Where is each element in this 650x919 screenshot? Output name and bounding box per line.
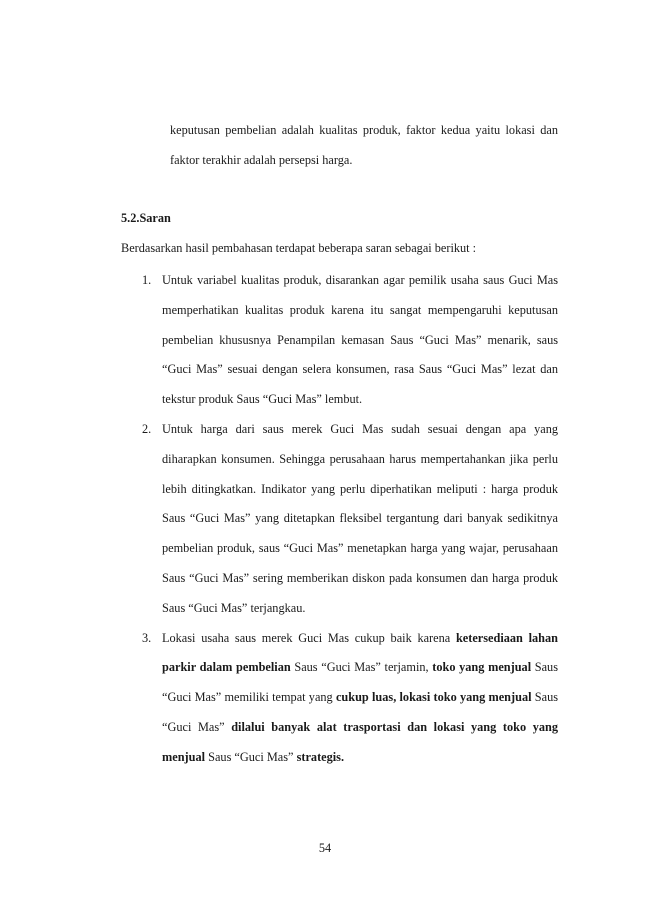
continuation-paragraph: keputusan pembelian adalah kualitas prod… (170, 123, 558, 167)
list-item-text-segment: Saus “Guci Mas” (162, 690, 558, 734)
list-item-text: Untuk harga dari saus merek Guci Mas sud… (162, 421, 558, 615)
list-item-bold-segment: toko yang menjual (432, 660, 532, 675)
list-item-text-segment: Saus “Guci Mas” (205, 749, 297, 764)
list-item-bold-segment: strategis. (296, 749, 345, 764)
list-item-number: 1. (142, 273, 152, 287)
list-item-bold-segment: cukup luas, lokasi toko yang menjual (335, 690, 532, 705)
list-item-number: 3. (142, 630, 152, 645)
list-item-text-segment: Saus “Guci Mas” terjamin, (290, 660, 433, 675)
list-item: 1. Untuk variabel kualitas produk, disar… (121, 266, 558, 415)
list-item-text: Untuk variabel kualitas produk, disarank… (162, 273, 558, 407)
page-number: 54 (318, 841, 332, 855)
list-item-number: 2. (142, 421, 152, 436)
list-item-text-segment: Lokasi usaha saus merek Guci Mas cukup b… (162, 630, 456, 645)
list-item-bold-segment: ketersediaan lahan parkir dalam pembelia… (162, 630, 558, 675)
intro-paragraph: Berdasarkan hasil pembahasan terdapat be… (121, 241, 477, 255)
suggestion-list: 1. Untuk variabel kualitas produk, disar… (121, 266, 558, 773)
list-item: 2. Untuk harga dari saus merek Guci Mas … (121, 415, 558, 624)
list-item-text-segment: Saus “Guci Mas” memiliki tempat yang (162, 660, 558, 705)
list-item: 3. Lokasi usaha saus merek Guci Mas cuku… (121, 624, 558, 773)
list-item-bold-segment: dilalui banyak alat trasportasi dan loka… (162, 719, 558, 764)
section-heading: 5.2.Saran (121, 211, 171, 225)
